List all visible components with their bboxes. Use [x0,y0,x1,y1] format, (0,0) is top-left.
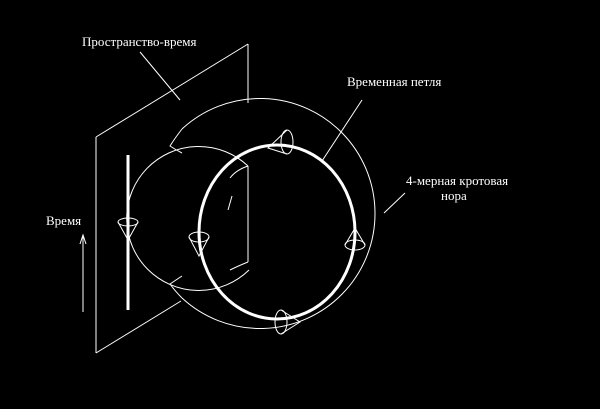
torus-outer-arc [181,98,376,329]
light-cone-loop-bottom [274,309,301,335]
throat-tick [227,195,233,211]
throat-hook-bottom [229,261,249,271]
label-wormhole-line1: 4-мерная кротовая [406,173,508,188]
leader-time-loop [321,99,363,162]
throat-inner-arc [126,145,250,291]
light-cone-loop-left [188,231,210,258]
sheet-cut-lower [169,275,183,299]
light-cone-loop-right [344,227,366,251]
label-spacetime: Пространство-время [82,34,197,49]
throat-hook-top [229,165,249,179]
leader-lines [139,51,406,214]
light-cone-loop-top [267,129,294,155]
wormhole-torus [126,98,376,329]
time-arrow [79,233,87,312]
sheet-cut-upper [169,128,183,154]
sheet-bottom-edge [95,300,182,354]
light-cone-worldline [117,217,139,242]
leader-spacetime [139,51,181,101]
label-wormhole-line2: нора [441,188,467,203]
time-loop-ring [197,143,357,321]
light-cones [117,129,366,335]
leader-wormhole [383,192,406,214]
label-time: Время [46,213,81,228]
label-time-loop: Временная петля [347,74,441,89]
